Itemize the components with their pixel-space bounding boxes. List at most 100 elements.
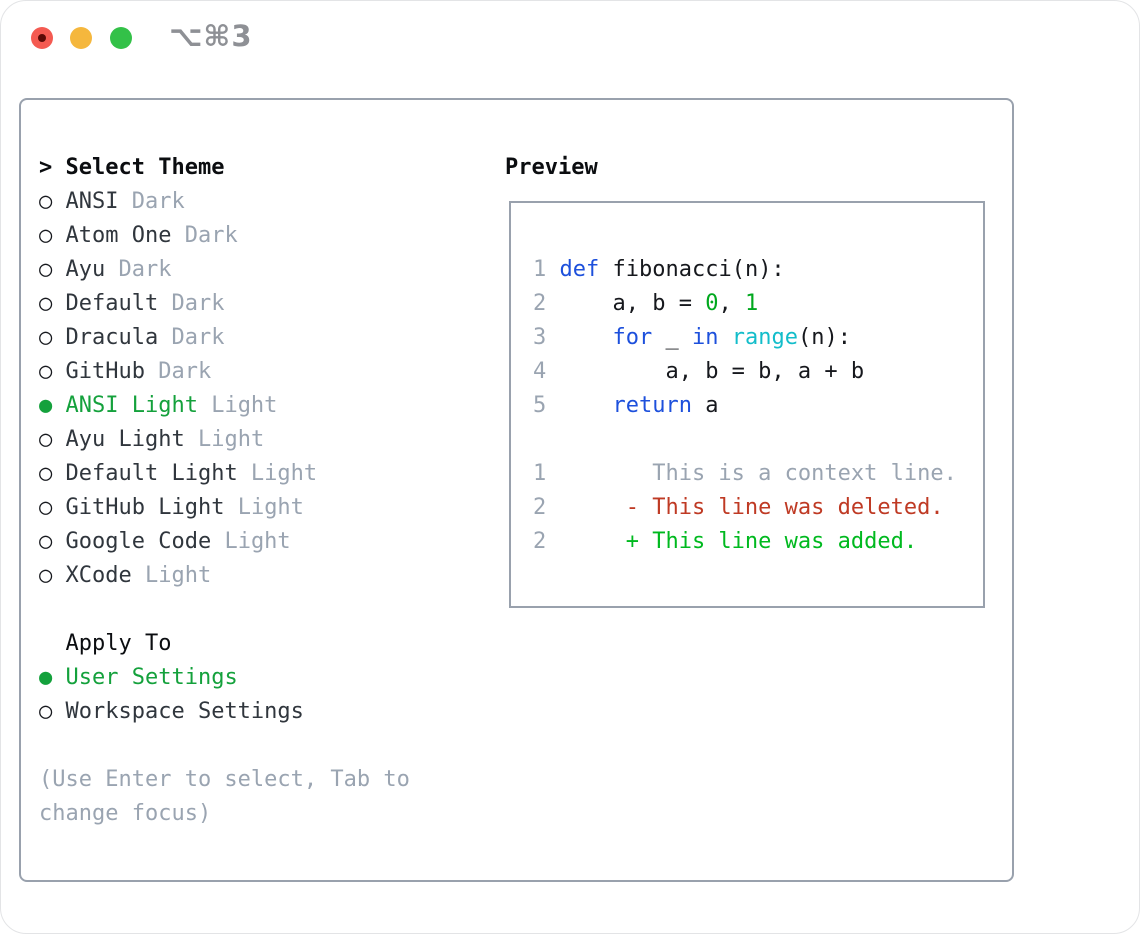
theme-option-name: ANSI Light (65, 393, 198, 418)
radio-icon: ○ (39, 223, 66, 248)
blank-line (533, 423, 983, 457)
code-segment (546, 325, 612, 350)
selected-radio-icon: ● (39, 393, 66, 418)
preview-title: Preview (505, 155, 598, 180)
line-number: 1 (533, 461, 547, 486)
code-segment (546, 257, 559, 282)
theme-option-name: Default Light (65, 461, 238, 486)
theme-option-tag: Dark (158, 291, 225, 316)
theme-list: > Select Theme○ ANSI Dark○ Atom One Dark… (39, 151, 317, 593)
theme-option-tag: Light (237, 461, 318, 486)
theme-option-tag: Light (224, 495, 304, 520)
code-segment: fibonacci(n): (599, 257, 785, 282)
selected-radio-icon: ● (39, 665, 66, 690)
window-shortcut-label: ⌥⌘3 (169, 19, 253, 53)
line-number: 2 (533, 291, 547, 316)
radio-icon: ○ (39, 359, 66, 384)
theme-option-default-light[interactable]: ○ Default Light Light (39, 457, 317, 491)
theme-option-name: GitHub (65, 359, 145, 384)
code-segment: a (691, 393, 719, 418)
code-line: 4 a, b = b, a + b (533, 355, 983, 389)
radio-icon: ○ (39, 699, 66, 724)
code-segment: 0 (705, 291, 719, 316)
theme-option-name: Google Code (65, 529, 212, 554)
blank-line (533, 219, 983, 253)
code-line: 1 def fibonacci(n): (533, 253, 983, 287)
theme-option-github[interactable]: ○ GitHub Dark (39, 355, 317, 389)
code-line: 3 for _ in range(n): (533, 321, 983, 355)
theme-option-tag: Dark (171, 223, 238, 248)
code-segment (718, 325, 731, 350)
theme-option-tag: Dark (144, 359, 212, 384)
zoom-button[interactable] (110, 27, 132, 49)
apply-option-workspace-settings[interactable]: ○ Workspace Settings (39, 695, 304, 729)
theme-option-ayu[interactable]: ○ Ayu Dark (39, 253, 317, 287)
theme-option-tag: Light (184, 427, 265, 452)
theme-option-google-code[interactable]: ○ Google Code Light (39, 525, 317, 559)
code-segment: , (718, 291, 745, 316)
radio-icon: ○ (39, 291, 66, 316)
radio-icon: ○ (39, 427, 66, 452)
apply-option-user-settings[interactable]: ● User Settings (39, 661, 304, 695)
close-button[interactable] (31, 27, 53, 49)
code-segment: (n): (797, 325, 851, 350)
apply-to-header: Apply To (39, 627, 304, 661)
code-segment: This is a context line. (546, 461, 957, 486)
prompt-icon: > (39, 155, 66, 180)
diff-line: 1 This is a context line. (533, 457, 983, 491)
theme-option-tag: Light (197, 393, 278, 418)
code-segment: def (559, 257, 600, 282)
theme-option-ansi[interactable]: ○ ANSI Dark (39, 185, 317, 219)
help-line: change focus) (39, 801, 212, 826)
radio-icon: ○ (39, 495, 66, 520)
code-segment: + This line was added. (546, 529, 918, 554)
apply-to-title: Apply To (39, 631, 172, 656)
code-segment: for (612, 325, 653, 350)
code-segment: a, b = b, a + b (546, 359, 865, 384)
code-segment: _ (652, 325, 692, 350)
theme-option-tag: Light (131, 563, 212, 588)
line-number: 3 (533, 325, 547, 350)
close-dot-icon (38, 34, 46, 42)
code-segment: return (612, 393, 692, 418)
theme-option-xcode[interactable]: ○ XCode Light (39, 559, 317, 593)
code-line: 5 return a (533, 389, 983, 423)
apply-to-section: Apply To● User Settings○ Workspace Setti… (39, 627, 304, 729)
theme-option-name: Atom One (65, 223, 172, 248)
diff-line: 2 - This line was deleted. (533, 491, 983, 525)
theme-option-github-light[interactable]: ○ GitHub Light Light (39, 491, 317, 525)
line-number: 2 (533, 495, 547, 520)
code-segment: in (691, 325, 719, 350)
theme-option-name: ANSI (65, 189, 119, 214)
theme-option-name: XCode (65, 563, 132, 588)
theme-option-dracula[interactable]: ○ Dracula Dark (39, 321, 317, 355)
apply-option-name: User Settings (65, 665, 238, 690)
diff-line: 2 + This line was added. (533, 525, 983, 559)
code-segment: a, b = (546, 291, 706, 316)
titlebar: ⌥⌘3 (1, 1, 1139, 73)
theme-list-header: > Select Theme (39, 151, 317, 185)
theme-option-default[interactable]: ○ Default Dark (39, 287, 317, 321)
theme-option-name: GitHub Light (65, 495, 225, 520)
line-number: 4 (533, 359, 547, 384)
radio-icon: ○ (39, 529, 66, 554)
theme-option-ayu-light[interactable]: ○ Ayu Light Light (39, 423, 317, 457)
theme-option-name: Default (65, 291, 159, 316)
theme-option-tag: Dark (118, 189, 185, 214)
code-segment: range (731, 325, 798, 350)
minimize-button[interactable] (70, 27, 92, 49)
theme-option-tag: Dark (105, 257, 172, 282)
theme-option-ansi-light[interactable]: ● ANSI Light Light (39, 389, 317, 423)
theme-option-name: Dracula (65, 325, 159, 350)
theme-option-name: Ayu (65, 257, 106, 282)
radio-icon: ○ (39, 325, 66, 350)
line-number: 2 (533, 529, 547, 554)
line-number: 1 (533, 257, 547, 282)
code-segment: - This line was deleted. (546, 495, 944, 520)
radio-icon: ○ (39, 189, 66, 214)
code-line: 2 a, b = 0, 1 (533, 287, 983, 321)
theme-option-atom-one[interactable]: ○ Atom One Dark (39, 219, 317, 253)
